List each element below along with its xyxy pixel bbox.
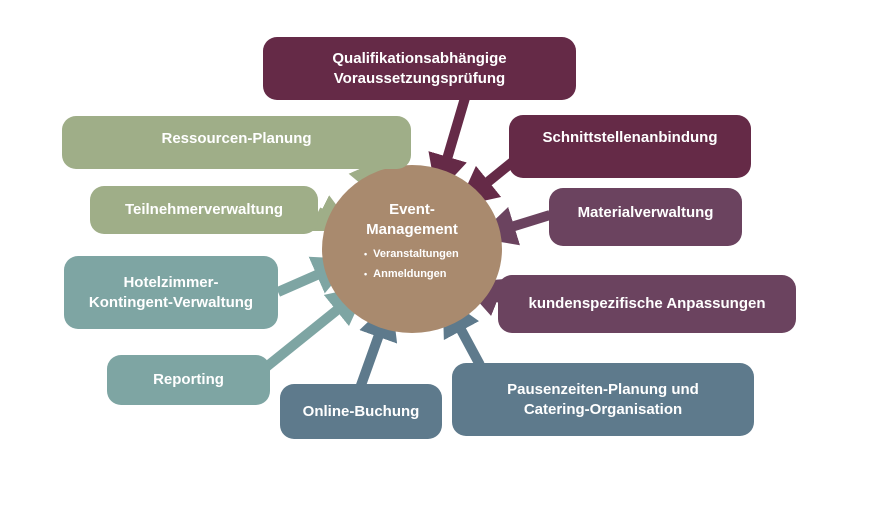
hub-bullet-list: Veranstaltungen Anmeldungen xyxy=(364,244,459,284)
node-material: Materialverwaltung xyxy=(549,188,742,246)
node-reporting: Reporting xyxy=(107,355,270,405)
arrow-schnittstellen xyxy=(457,156,519,207)
node-teilnehmer: Teilnehmerverwaltung xyxy=(90,186,318,234)
hub-bullet: Anmeldungen xyxy=(364,264,459,284)
node-online: Online-Buchung xyxy=(280,384,442,439)
arrow-qualifikation xyxy=(428,96,470,196)
node-kunden: kundenspezifische Anpassungen xyxy=(498,275,796,333)
hub-title: Event- Management xyxy=(366,201,458,238)
arrow-online xyxy=(355,299,398,390)
node-hotel: Hotelzimmer-Kontingent-Verwaltung xyxy=(64,256,278,329)
node-schnittstellen: Schnittstellenanbindung xyxy=(509,115,751,178)
event-management-hub: Event- Management Veranstaltungen Anmeld… xyxy=(322,165,502,333)
node-ressourcen: Ressourcen-Planung xyxy=(62,116,411,169)
arrow-material xyxy=(475,206,552,246)
arrow-reporting xyxy=(261,285,368,372)
hub-bullet: Veranstaltungen xyxy=(364,244,459,264)
